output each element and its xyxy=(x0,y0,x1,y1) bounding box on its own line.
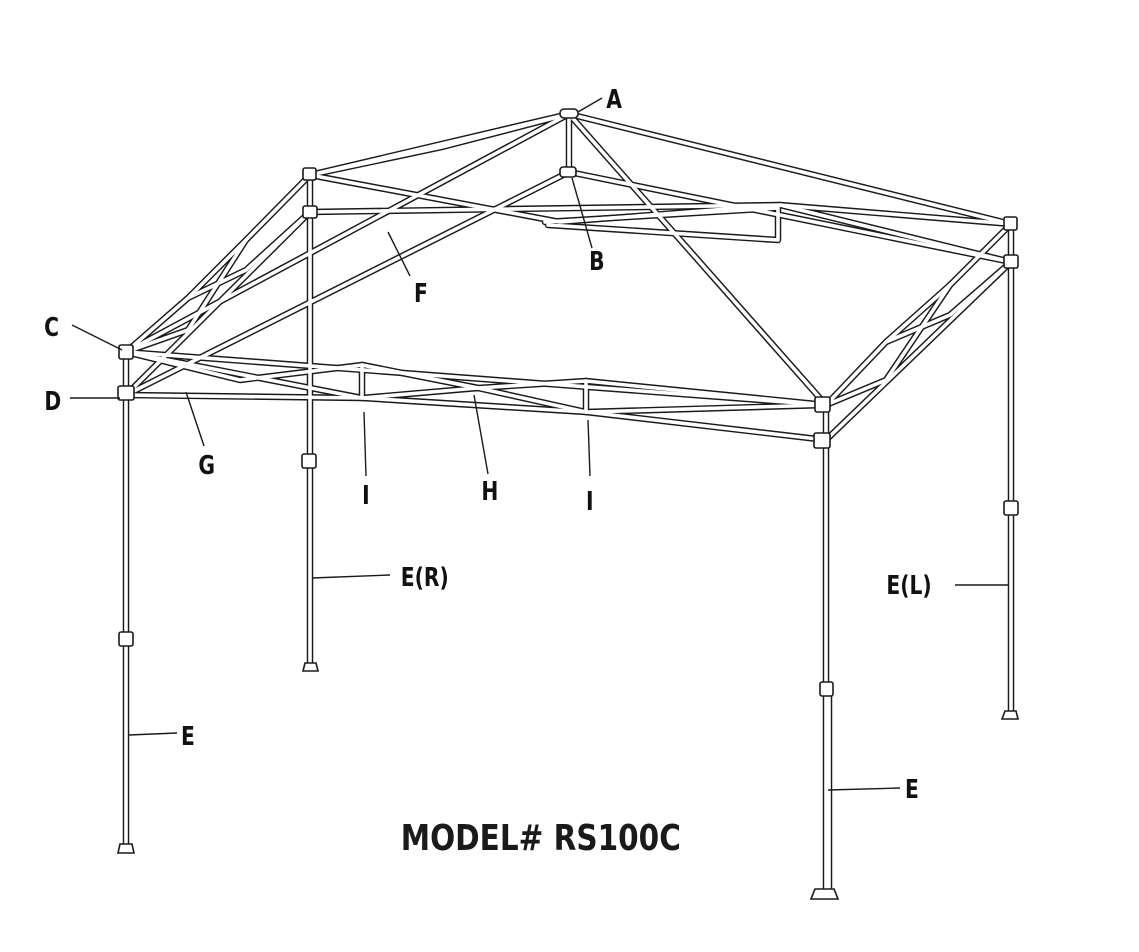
leader-h xyxy=(473,394,489,475)
spoke-back-right-inner xyxy=(567,170,1013,264)
leader-g xyxy=(185,391,205,447)
slider-back-right xyxy=(1003,254,1019,269)
foot-back-right xyxy=(1000,710,1020,720)
leg-clip-front-right xyxy=(819,681,834,697)
right-truss-bottom-inner xyxy=(824,260,1013,442)
rafter-front-left-inner xyxy=(124,112,571,354)
rafter-front-right-inner xyxy=(567,112,828,407)
rafter-back-right-inner xyxy=(567,112,1013,226)
corner-bracket-back-right xyxy=(1003,216,1018,231)
label-e-front-left: E xyxy=(181,722,195,752)
label-c: C xyxy=(44,313,59,343)
slider-back-left xyxy=(302,205,318,219)
label-a: A xyxy=(606,85,622,115)
frame-joints xyxy=(117,108,1020,900)
label-g: G xyxy=(198,451,215,481)
spoke-front-left-inner xyxy=(124,170,571,397)
label-h: H xyxy=(481,477,498,507)
corner-bracket-back-left xyxy=(302,167,317,181)
right-truss-x2 xyxy=(882,258,1015,346)
label-e-r: E(R) xyxy=(401,563,449,593)
label-b: B xyxy=(589,247,604,277)
leader-e-front-left xyxy=(128,732,178,736)
foot-front-right xyxy=(809,888,840,900)
corner-bracket-front-right xyxy=(814,396,831,413)
part-labels: A B C D F G H I I E(R) E(L) E E xyxy=(44,85,932,805)
center-hub-b xyxy=(559,166,577,178)
left-truss-x1-inner xyxy=(124,238,248,354)
leg-clip-back-right xyxy=(1003,500,1019,516)
front-truss-x2-inner xyxy=(360,363,828,414)
left-truss-bottom-inner xyxy=(124,210,312,397)
leader-a xyxy=(577,97,603,113)
canopy-frame xyxy=(122,110,1015,898)
slider-front-right xyxy=(813,432,831,449)
leader-lines xyxy=(70,97,1008,791)
label-e-front-right: E xyxy=(905,775,919,805)
foot-front-left xyxy=(117,843,135,854)
back-truss-h-inner xyxy=(543,206,780,242)
model-number: MODEL# RS100C xyxy=(401,816,681,859)
leader-i-left xyxy=(363,411,367,477)
corner-bracket-c xyxy=(118,344,134,360)
front-truss-bottom xyxy=(122,391,830,444)
leader-f xyxy=(387,231,411,277)
right-truss-x1-inner xyxy=(824,283,952,407)
leg-clip-back-left xyxy=(301,453,317,469)
foot-back-left xyxy=(301,662,320,672)
top-hub-a xyxy=(559,108,579,119)
label-i-right: I xyxy=(586,487,594,517)
front-truss-bottom-inner xyxy=(124,393,828,442)
leader-c xyxy=(71,324,123,351)
left-truss-x2-inner xyxy=(186,210,312,300)
label-e-l: E(L) xyxy=(886,571,931,601)
slider-d xyxy=(117,385,135,401)
leader-i-right xyxy=(587,419,591,477)
leader-b xyxy=(571,177,593,249)
label-i-left: I xyxy=(362,481,370,511)
leader-e-r xyxy=(311,574,391,579)
back-truss-top-inner xyxy=(308,112,571,177)
label-f: F xyxy=(414,279,428,309)
label-d: D xyxy=(44,387,61,417)
right-truss-x2-inner xyxy=(884,260,1013,344)
leader-e-front-right xyxy=(827,787,901,791)
leg-clip-front-left xyxy=(118,631,134,647)
left-truss-top-inner xyxy=(124,173,312,354)
front-top-edge-inner xyxy=(124,350,828,407)
right-truss-top-inner xyxy=(824,222,1013,407)
